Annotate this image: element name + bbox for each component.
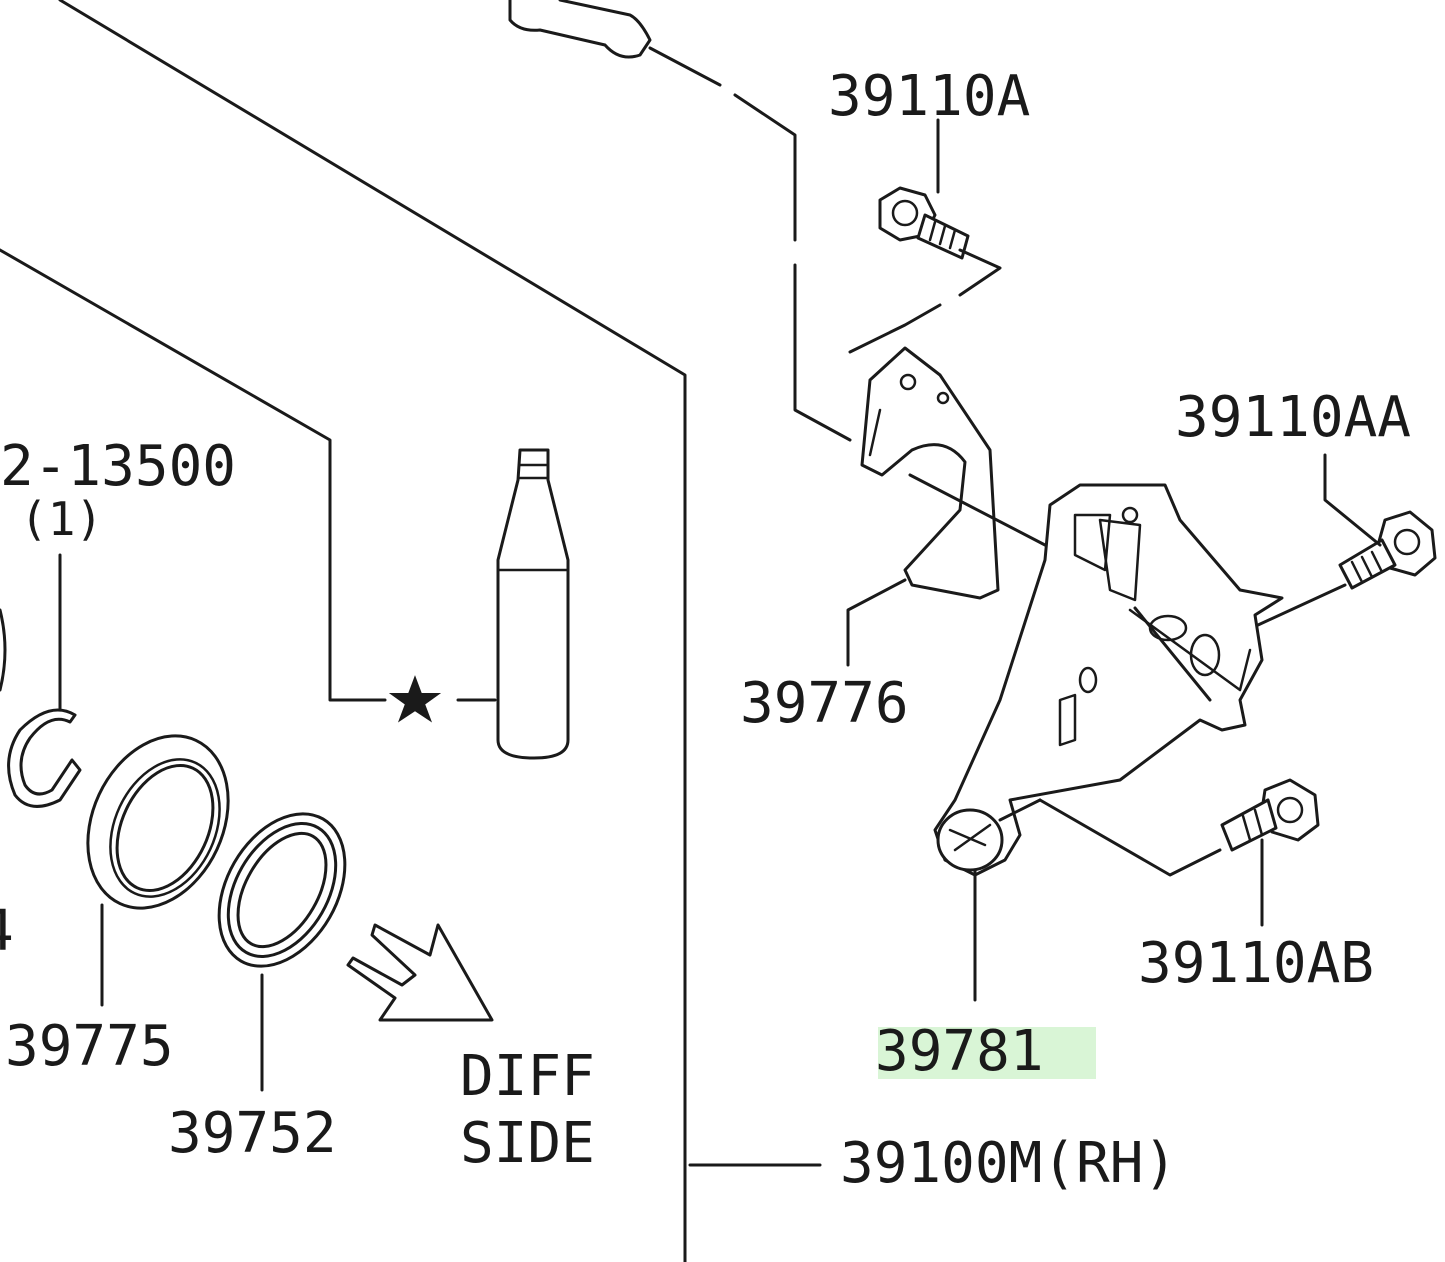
top-connector — [508, 0, 852, 442]
leader-lines — [58, 553, 264, 1092]
bracket-39781 — [933, 483, 1284, 1002]
label-13500: 2-13500 — [0, 434, 236, 499]
label-39752: 39752 — [168, 1101, 337, 1166]
arrow-icon — [346, 923, 494, 1022]
sealant-bottle-icon — [496, 448, 570, 760]
label-side: SIDE — [460, 1111, 595, 1176]
label-39110A: 39110A — [828, 64, 1030, 129]
label-39110AA: 39110AA — [1175, 385, 1411, 450]
label-39781: 39781 — [875, 1019, 1044, 1084]
bolt-39110AA — [1256, 453, 1437, 627]
star-icon — [388, 675, 442, 723]
oil-seal-39752 — [217, 812, 347, 968]
label-39110AB: 39110AB — [1138, 931, 1374, 996]
washer-39775 — [86, 734, 230, 910]
label-highlight — [878, 1027, 1096, 1079]
label-13500-qty: (1) — [20, 492, 103, 546]
label-39776: 39776 — [740, 671, 909, 736]
bracket-39776 — [846, 346, 1047, 667]
label-diff: DIFF — [460, 1044, 595, 1109]
bolt-39110A — [848, 118, 1002, 354]
frame-lines — [0, 0, 822, 1262]
label-cut: 4 — [0, 899, 14, 964]
label-39775: 39775 — [5, 1014, 174, 1079]
snap-ring — [0, 608, 82, 808]
bolt-39110AB — [1220, 778, 1320, 927]
label-39100M: 39100M(RH) — [840, 1131, 1177, 1196]
